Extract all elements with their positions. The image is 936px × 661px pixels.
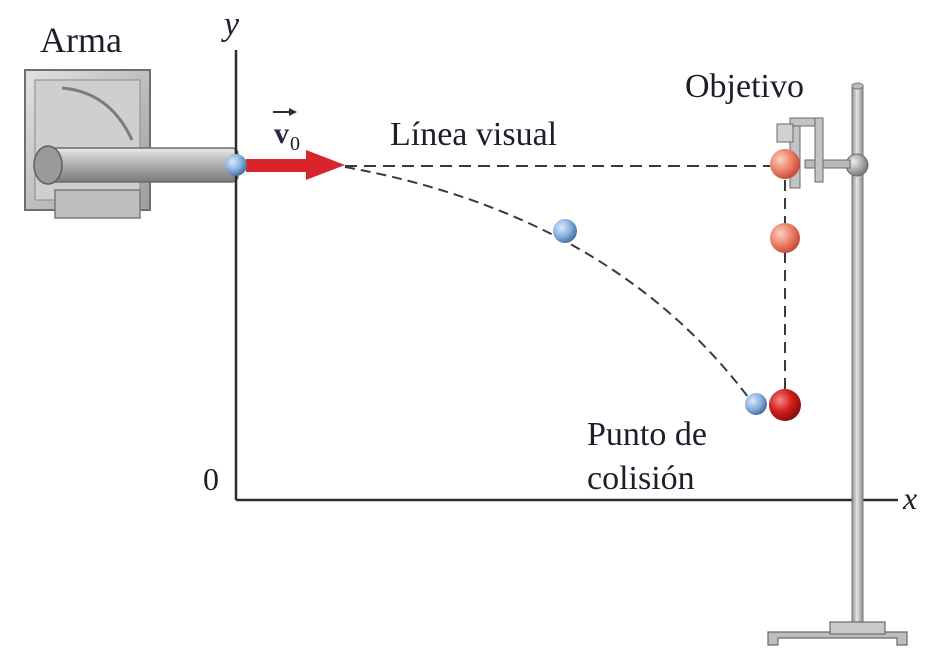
trajectory-path <box>344 166 749 398</box>
target-ball-mid <box>770 223 800 253</box>
target-ball-collision <box>769 389 801 421</box>
velocity-label: v 0 <box>273 108 300 155</box>
y-axis-label: y <box>221 6 240 43</box>
velocity-subscript: 0 <box>290 133 300 155</box>
projectile-ball-launch <box>225 154 247 176</box>
collision-label-line1: Punto de <box>587 416 707 453</box>
velocity-arrow <box>246 150 345 180</box>
sight-line-label: Línea visual <box>390 116 557 153</box>
target-ball-start <box>770 149 800 179</box>
x-axis-label: x <box>902 480 917 516</box>
cannon-icon <box>24 69 239 219</box>
projectile-ball-mid <box>553 219 577 243</box>
velocity-symbol: v <box>274 117 289 150</box>
origin-label: 0 <box>203 461 219 497</box>
collision-label-line2: colisión <box>587 460 695 497</box>
gun-label: Arma <box>40 20 122 60</box>
projectile-ball-collision <box>745 393 767 415</box>
axes <box>234 50 898 502</box>
target-label: Objetivo <box>685 68 804 105</box>
